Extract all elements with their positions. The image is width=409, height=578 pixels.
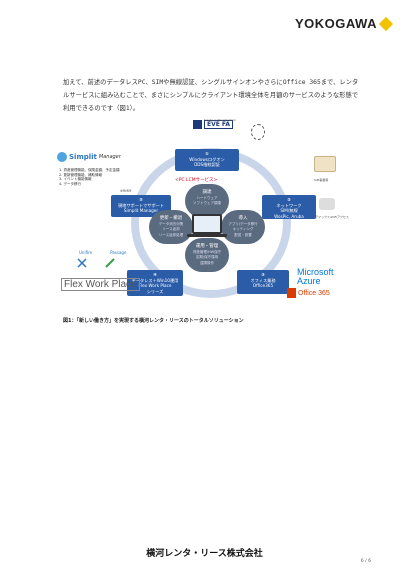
body-paragraph: 加えて、前述のデータレスPC、SIMや無線認証、シングルサインオンやさらにOff… (63, 79, 359, 112)
laptop-icon (192, 214, 222, 234)
center-label: <PC LCMサービス> (175, 178, 218, 183)
list-item: 1. 資産管理機能、保険金額、予定金額 (59, 168, 120, 172)
fwp-product-names: Unifire Passage (79, 250, 127, 255)
unifire-icon (77, 258, 87, 268)
passage-icon (105, 258, 115, 268)
list-item: 3. イベント機能情報 (59, 177, 92, 181)
list-item: 2. 更新管理機能、補助情報 (59, 172, 102, 177)
fingerprint-icon (251, 124, 265, 140)
simplit-logo: Simplit Manager (57, 152, 121, 162)
hex-renew: 更新・撤退データ消去対策 リース返却 リース返却処理 (149, 210, 193, 244)
office365-logo: Office 365 (287, 288, 330, 298)
company-logo: YOKOGAWA (294, 16, 394, 31)
evefa-brand: EVE FA (204, 120, 233, 129)
footer-company: 横河レンタ・リース株式会社 (146, 549, 263, 559)
evefa-logo: EVE FA (193, 120, 233, 129)
hex-deploy: 導入アプリ/データ移行 キッティング 配送・設置 (221, 210, 265, 244)
fwp-icons (77, 258, 115, 268)
simplit-icon (57, 152, 67, 162)
flex-work-place-logo: Flex Work Place (61, 278, 140, 291)
logo-text: YOKOGAWA (294, 16, 377, 31)
evefa-icon (193, 120, 202, 129)
sim-label: SIM事業者 (314, 178, 329, 182)
laptop-base (187, 234, 227, 237)
diamond-icon (378, 16, 394, 31)
evefa-sub: Single Authentication (204, 118, 237, 122)
page-number: 6 / 6 (360, 559, 371, 564)
router-label: エアマックス/WiFiアクセス (312, 215, 349, 219)
office-icon (287, 288, 296, 298)
list-item: 4. データ移行 (59, 181, 81, 186)
hex-operate: 運用・管理資産管理/HW保守 定期/保守運用 遠隔操作 (185, 238, 229, 272)
hex-procure: 調達ハードウェア ソフトウェア調達 (185, 184, 229, 218)
simplit-feature-list: 1. 資産管理機能、保険金額、予定金額 2. 更新管理機能、補助情報 3. イベ… (59, 168, 119, 186)
figure-caption: 図1：「新しい働き方」を実現する横河レンタ・リースのトータルソリューション (63, 318, 244, 324)
microsoft-azure-logo: Microsoft Azure (297, 267, 334, 286)
rmm-tag: ※RMM (120, 189, 132, 193)
sim-card-icon (314, 156, 336, 172)
router-icon (319, 198, 335, 210)
